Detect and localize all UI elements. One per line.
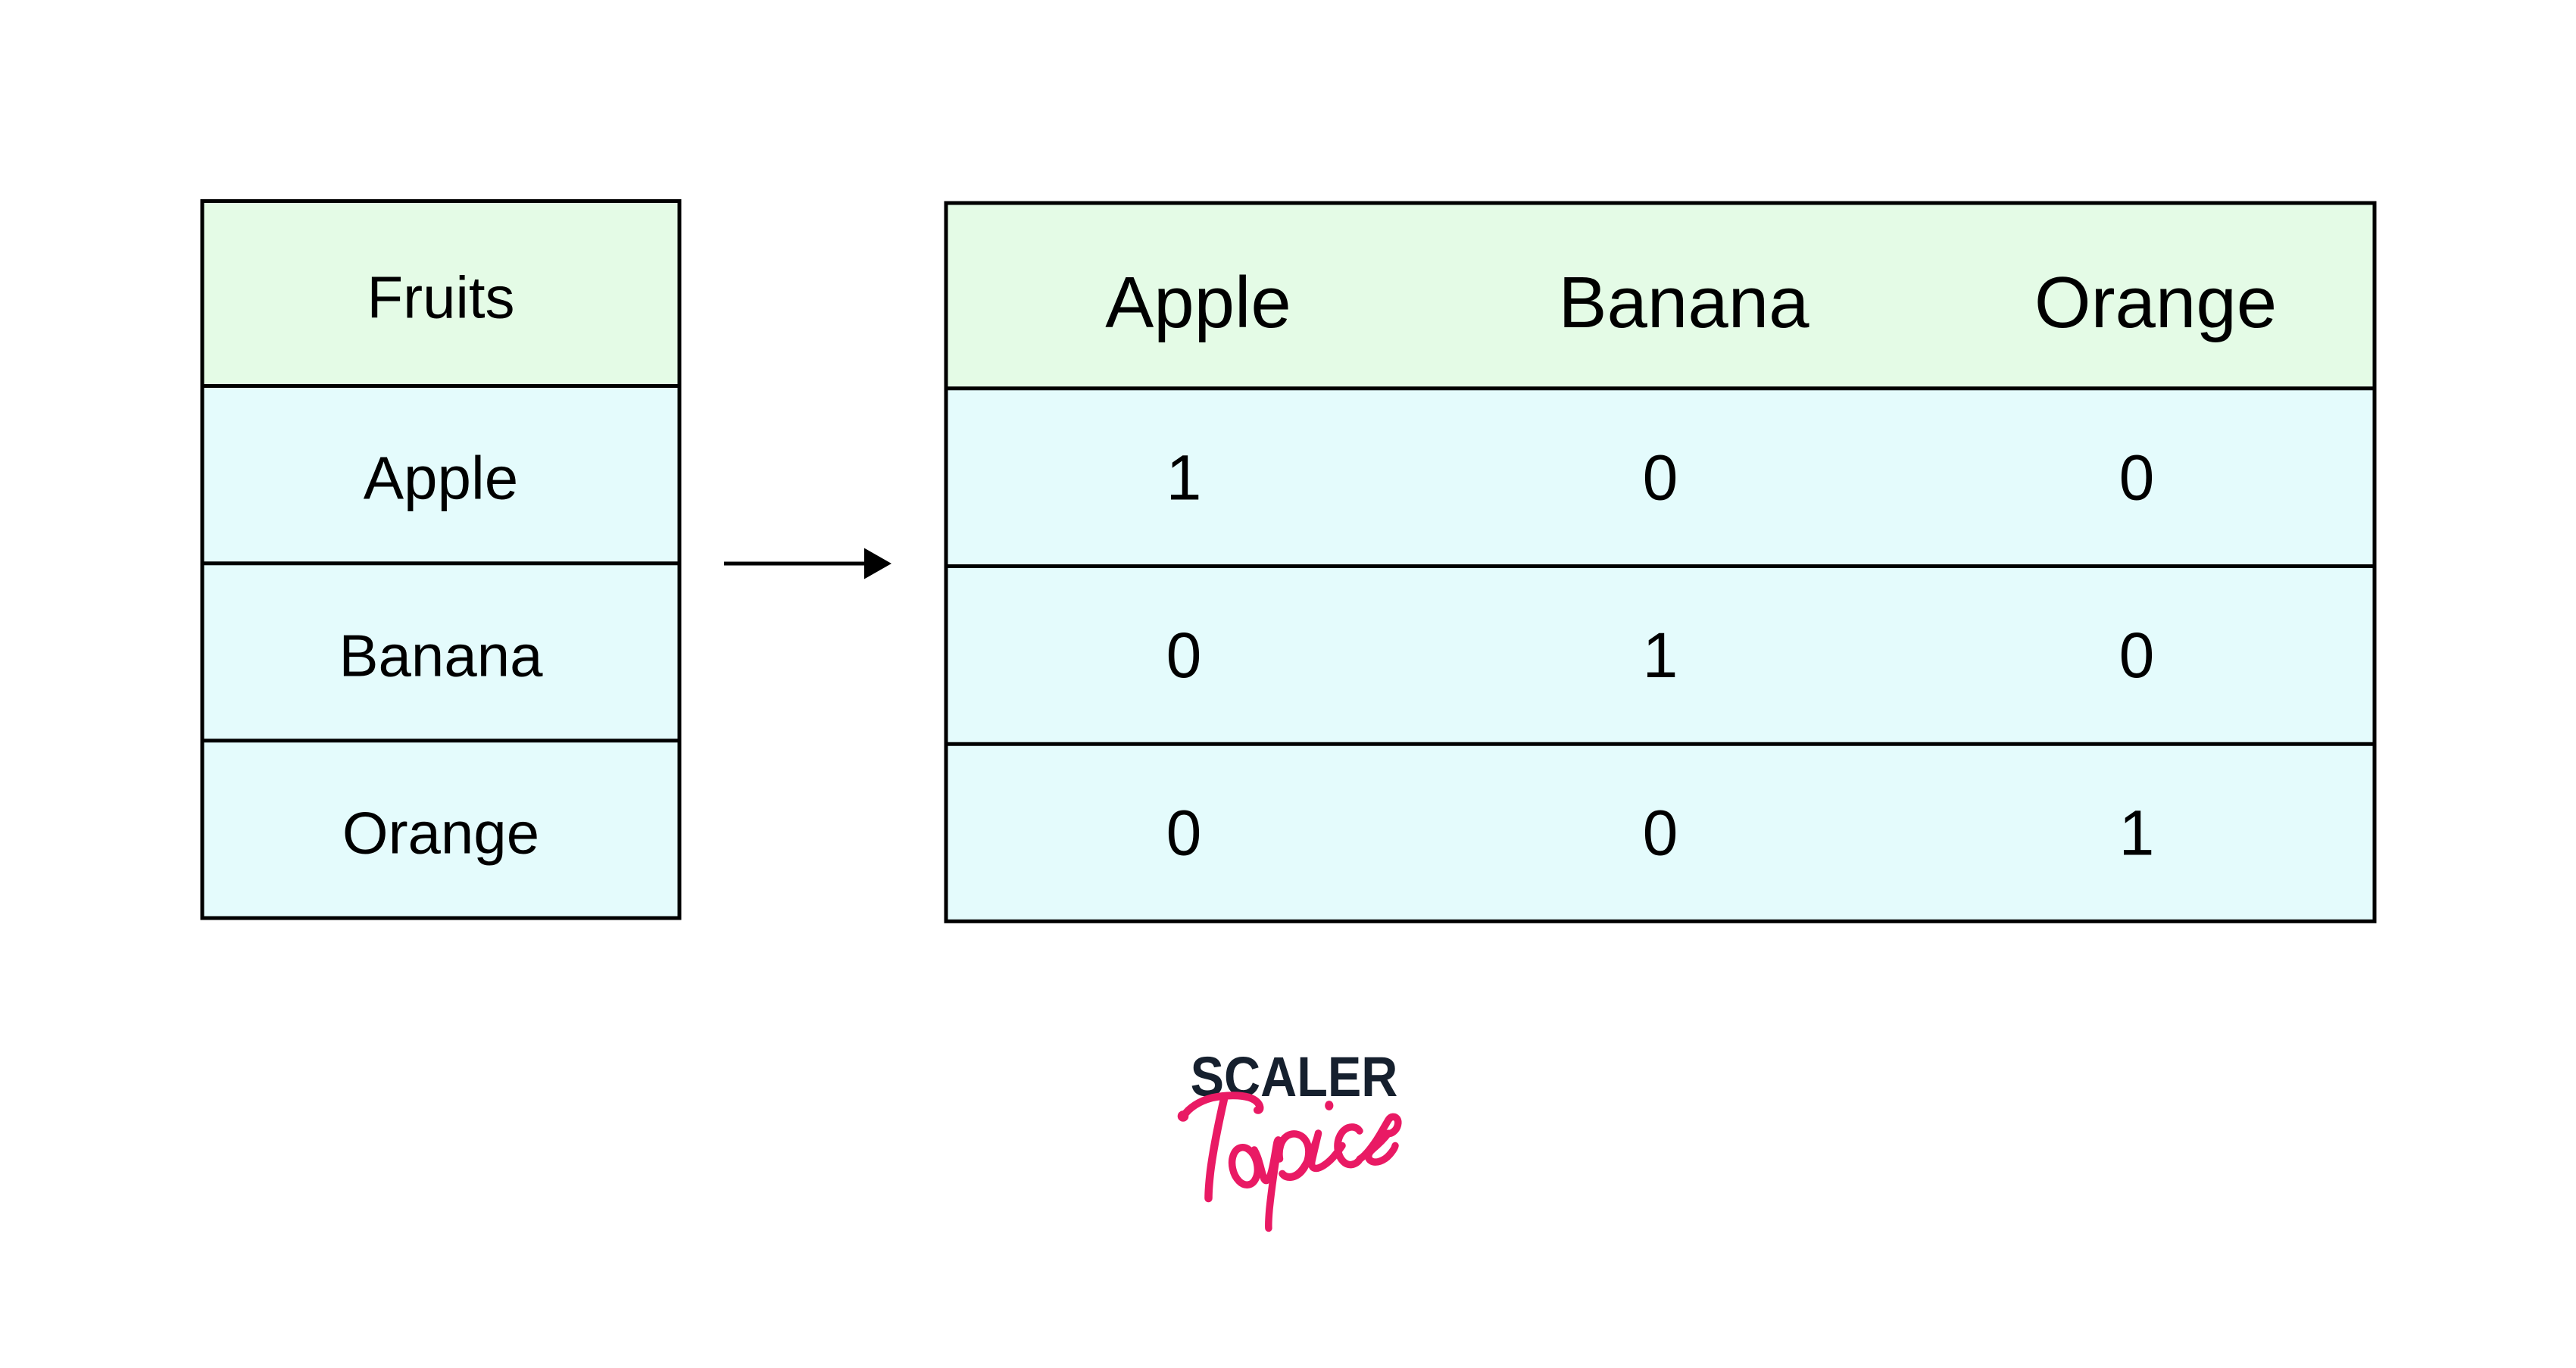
svg-text:Fruits: Fruits <box>367 264 515 331</box>
svg-text:Banana: Banana <box>339 623 544 689</box>
svg-text:0: 0 <box>1643 442 1678 513</box>
svg-text:Orange: Orange <box>2034 262 2277 343</box>
svg-text:0: 0 <box>1166 797 1202 868</box>
svg-text:0: 0 <box>2119 442 2155 513</box>
svg-text:0: 0 <box>2119 620 2155 691</box>
svg-text:1: 1 <box>1643 620 1678 691</box>
svg-text:0: 0 <box>1643 797 1678 868</box>
svg-text:Apple: Apple <box>364 445 519 512</box>
svg-text:Banana: Banana <box>1559 262 1810 343</box>
svg-text:1: 1 <box>2119 797 2155 868</box>
svg-text:0: 0 <box>1166 620 1202 691</box>
svg-text:Orange: Orange <box>342 800 539 867</box>
svg-text:1: 1 <box>1166 442 1202 513</box>
svg-text:Apple: Apple <box>1105 262 1291 343</box>
